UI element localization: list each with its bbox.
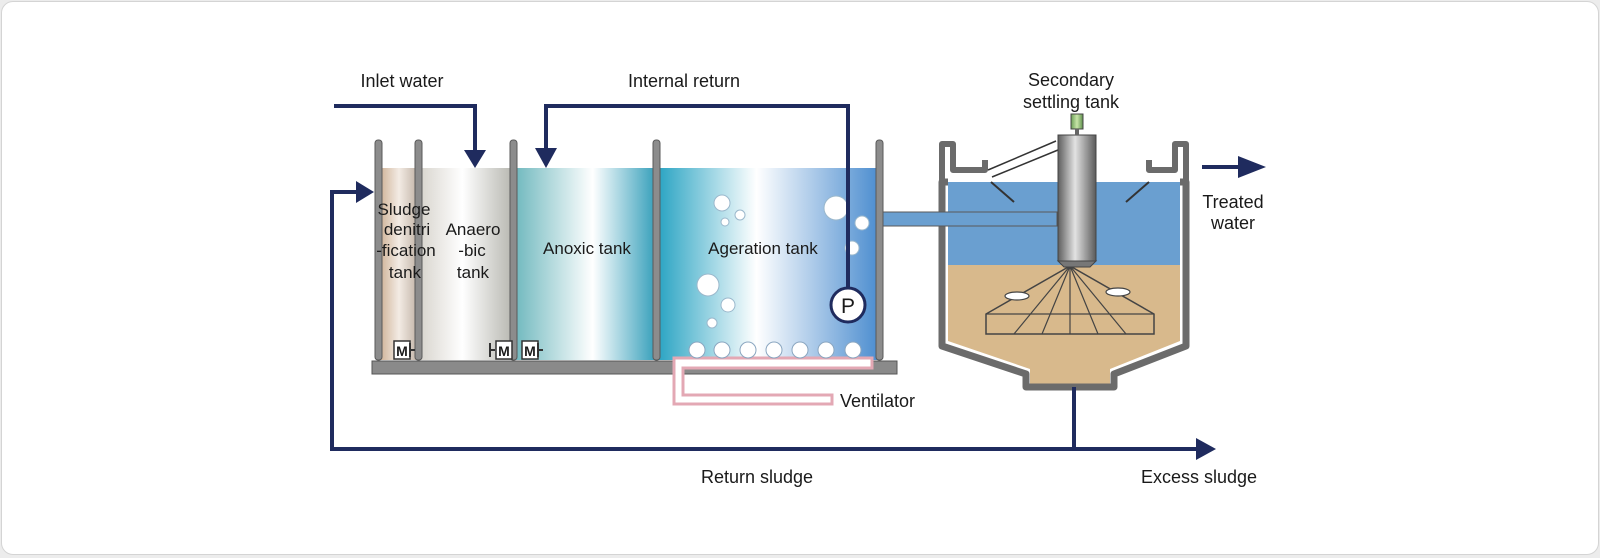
mixer-icon: M	[489, 340, 513, 360]
sludge-denitrification-water	[377, 168, 421, 360]
aeration-water	[658, 168, 877, 360]
mixer-label-1: M	[396, 343, 408, 359]
diffuser-bubbles	[688, 341, 862, 359]
internal-return-line	[544, 104, 850, 302]
mixer-icon: M	[393, 340, 415, 360]
flow-lines	[330, 104, 1242, 451]
treated-water-arrow-icon	[1238, 156, 1266, 178]
ventilator-label: Ventilator	[840, 391, 915, 411]
internal-return-arrow-icon	[535, 148, 557, 168]
sludge-tank-label-line4: tank	[389, 263, 422, 282]
return-sludge-arrow-icon	[356, 181, 374, 203]
sludge-tank-label-line1: Sludge	[378, 200, 431, 219]
anoxic-tank-label: Anoxic tank	[543, 239, 631, 258]
return-sludge-label: Return sludge	[701, 467, 813, 487]
aeration-tank-label: Ageration tank	[708, 239, 818, 258]
mixer-label-3: M	[524, 343, 536, 359]
settling-inlet-pipe	[882, 211, 1058, 227]
inlet-arrow-icon	[464, 150, 486, 168]
tank-walls	[374, 139, 884, 361]
pump-label: P	[841, 295, 855, 318]
pump-icon: P	[829, 286, 867, 324]
ventilator-air-pipe	[672, 356, 874, 406]
anaerobic-water	[421, 168, 513, 360]
mixer-label-2: M	[498, 343, 510, 359]
sludge-tank-label-line3: -fication	[376, 241, 436, 260]
treated-water-label-line1: Treated	[1202, 192, 1263, 212]
treated-water-label-line2: water	[1210, 213, 1255, 233]
anaerobic-tank-label-line1: Anaero	[446, 220, 501, 239]
sludge-tank-label-line2: denitri	[384, 220, 430, 239]
mixer-icon: M	[521, 340, 543, 360]
secondary-settling-label-line1: Secondary	[1028, 70, 1114, 90]
anaerobic-tank-label-line2: -bic	[458, 241, 486, 260]
settling-center-column	[1056, 113, 1098, 268]
excess-sludge-arrow-icon	[1196, 438, 1216, 460]
anoxic-water	[513, 168, 658, 360]
inlet-water-line	[334, 104, 477, 154]
excess-sludge-label: Excess sludge	[1141, 467, 1257, 487]
return-sludge-line	[330, 190, 1076, 451]
anaerobic-tank-label-line3: tank	[457, 263, 490, 282]
inlet-water-label: Inlet water	[360, 71, 443, 91]
secondary-settling-label-line2: settling tank	[1023, 92, 1120, 112]
flow-arrowheads	[356, 148, 1266, 460]
internal-return-label: Internal return	[628, 71, 740, 91]
